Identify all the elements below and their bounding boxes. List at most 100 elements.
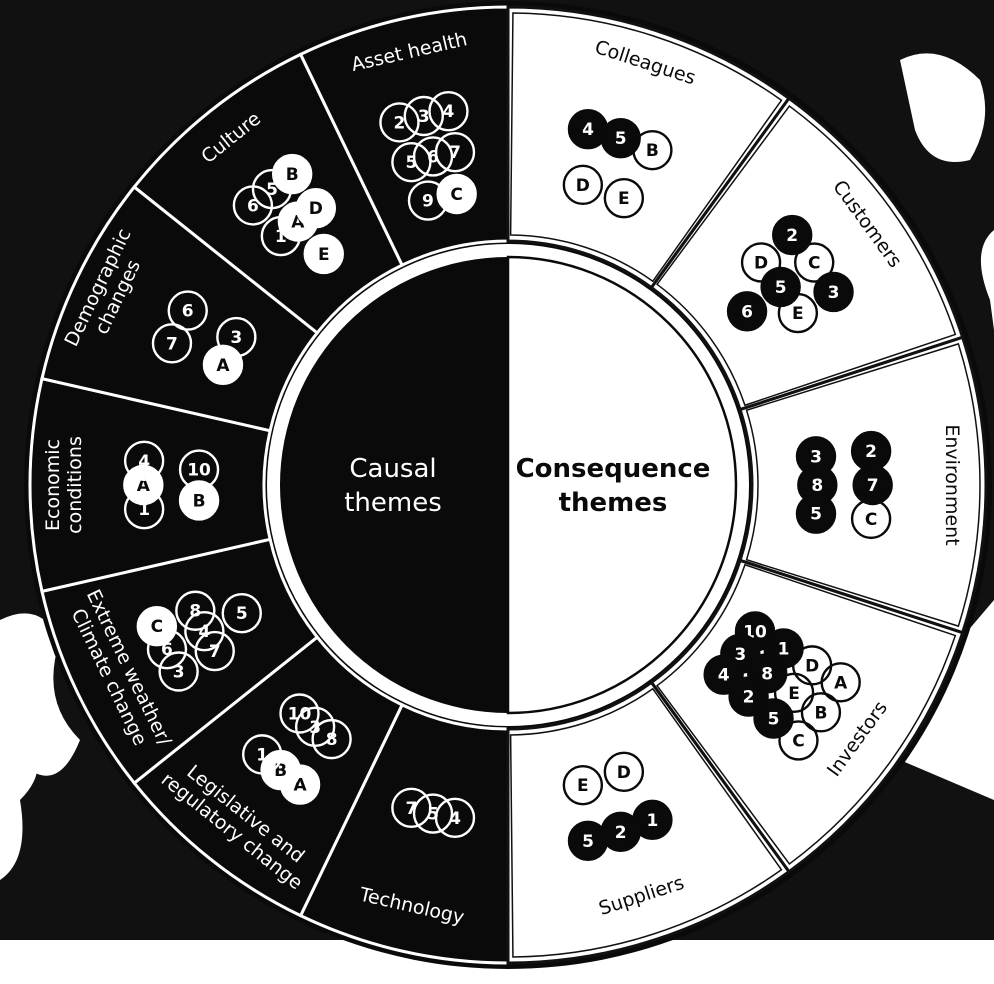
- marker-circle: [391, 141, 432, 183]
- sector-label: Economicconditions: [42, 436, 86, 534]
- marker-circle: [600, 117, 641, 159]
- marker-label: B: [274, 761, 287, 781]
- marker-label: 7: [209, 642, 221, 662]
- marker-label: 10: [288, 705, 312, 725]
- marker-d: D: [295, 187, 337, 229]
- marker-6: 6: [167, 290, 208, 331]
- marker-label: 3: [309, 718, 321, 738]
- sector-shape: [649, 96, 965, 412]
- marker-circle: [158, 651, 199, 692]
- marker-c: C: [436, 173, 477, 215]
- marker-label: 4: [138, 452, 150, 472]
- marker-circle: [436, 173, 477, 215]
- marker-8: 8: [175, 590, 216, 631]
- marker-circle: [434, 131, 476, 173]
- marker-label: 3: [828, 283, 840, 303]
- marker-circle: [632, 129, 673, 171]
- marker-label: 5: [615, 129, 627, 149]
- marker-label: E: [618, 189, 630, 209]
- marker-label: 2: [394, 113, 406, 133]
- marker-5: 5: [600, 117, 641, 159]
- marker-label: 2: [743, 688, 755, 708]
- marker-6: 6: [726, 291, 768, 332]
- background-light-patch: [900, 53, 986, 163]
- marker-10: 10: [178, 449, 220, 490]
- center-consequence-half: [506, 255, 738, 715]
- marker-circle: [800, 692, 842, 733]
- marker-circle: [379, 102, 420, 143]
- marker-e: E: [562, 764, 604, 806]
- marker-4: 4: [123, 440, 165, 481]
- center-causal-half: [280, 257, 508, 713]
- marker-label: 5: [405, 153, 417, 173]
- marker-circle: [603, 177, 645, 219]
- marker-label: 7: [867, 476, 879, 496]
- marker-8: 8: [311, 718, 352, 760]
- marker-label: 8: [189, 602, 201, 622]
- marker-2: 2: [379, 102, 420, 143]
- marker-label: B: [646, 141, 659, 161]
- marker-label: A: [216, 356, 230, 376]
- marker-circle: [184, 611, 225, 652]
- marker-circle: [167, 290, 208, 331]
- marker-circle: [294, 706, 336, 748]
- marker-label: 5: [236, 604, 248, 624]
- marker-label: 5: [775, 278, 787, 298]
- marker-circle: [391, 787, 432, 829]
- marker-5: 5: [795, 493, 837, 534]
- marker-label: A: [834, 673, 848, 693]
- marker-circle: [567, 820, 609, 861]
- marker-4: 4: [184, 611, 225, 652]
- marker-label: C: [151, 617, 163, 637]
- marker-label: 8: [811, 476, 823, 496]
- marker-circle: [794, 242, 835, 283]
- marker-d: D: [740, 242, 782, 283]
- marker-circle: [175, 590, 216, 631]
- marker-label: 6: [427, 147, 439, 167]
- sector-inner-frame: [509, 12, 783, 283]
- marker-4: 4: [428, 91, 469, 132]
- marker-4: 4: [567, 109, 609, 150]
- marker-e: E: [773, 672, 815, 714]
- sector-inner-frame: [656, 563, 957, 865]
- marker-circle: [295, 187, 337, 229]
- marker-label: B: [286, 165, 299, 185]
- marker-label: C: [450, 185, 462, 205]
- marker-circle: [242, 734, 283, 775]
- marker-circle: [773, 672, 815, 714]
- marker-circle: [740, 242, 782, 283]
- marker-circle: [271, 153, 313, 195]
- marker-label: 5: [266, 180, 278, 200]
- marker-label: 4: [443, 102, 455, 122]
- marker-circle: [178, 449, 220, 490]
- marker-e: E: [603, 177, 645, 219]
- background-light-patch-2: [0, 613, 80, 776]
- marker-label: 3: [230, 328, 242, 348]
- marker-label: 5: [768, 710, 780, 730]
- marker-7: 7: [852, 464, 893, 506]
- marker-label: D: [754, 253, 768, 273]
- marker-circle: [136, 606, 178, 647]
- marker-circle: [216, 316, 257, 358]
- marker-label: 3: [734, 645, 746, 665]
- marker-circle: [221, 593, 262, 634]
- marker-label: 6: [182, 302, 194, 322]
- marker-label: B: [814, 703, 827, 723]
- marker-circle: [428, 91, 469, 132]
- marker-circle: [852, 464, 893, 506]
- marker-label: 6: [741, 302, 753, 322]
- marker-c: C: [136, 606, 178, 647]
- marker-circle: [850, 498, 892, 540]
- marker-3: 3: [158, 651, 199, 692]
- marker-label: 4: [582, 120, 594, 140]
- marker-label: 1: [275, 227, 287, 247]
